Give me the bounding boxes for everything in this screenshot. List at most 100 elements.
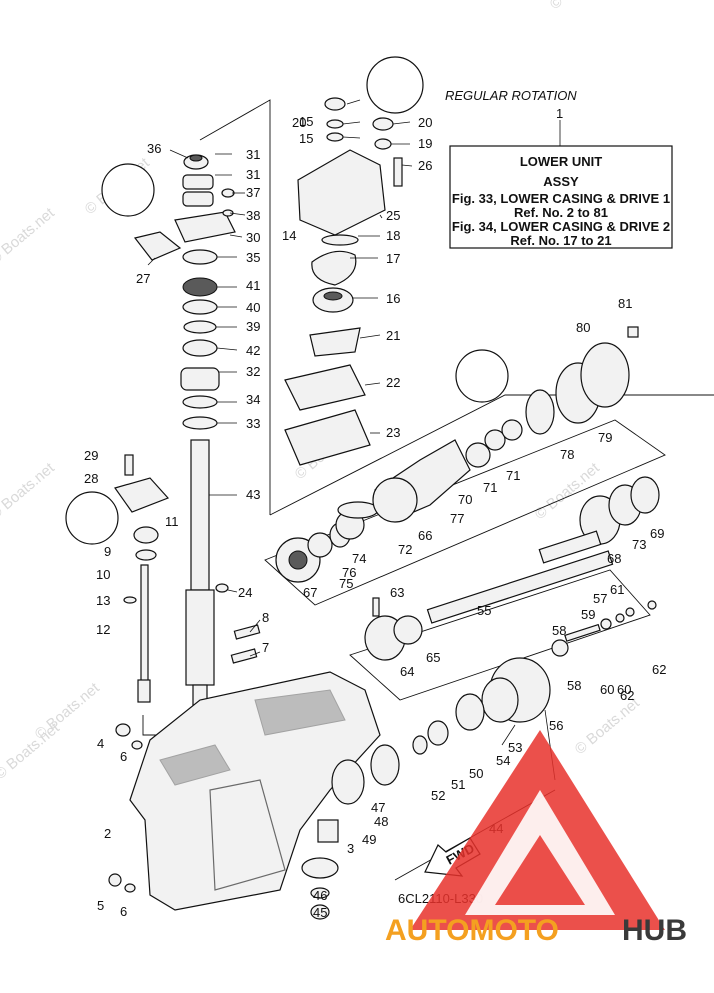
callout-13: 13 <box>96 593 110 608</box>
callout-5: 5 <box>97 898 104 913</box>
callout-17: 17 <box>386 251 400 266</box>
diagram-title: REGULAR ROTATION <box>445 88 577 103</box>
callout-41: 41 <box>246 278 260 293</box>
callout-11: 11 <box>165 514 179 529</box>
callout-43: 43 <box>246 487 260 502</box>
callout-74: 74 <box>352 551 366 566</box>
callout-40: 40 <box>246 300 260 315</box>
callout-60: 60 <box>600 682 614 697</box>
callout-19: 19 <box>418 136 432 151</box>
callout-6: 6 <box>120 749 127 764</box>
legend-line-6: Ref. No. 17 to 21 <box>510 233 611 248</box>
legend-box <box>449 120 673 249</box>
callout-37: 37 <box>246 185 260 200</box>
callout-numbers: 2345667891011121314151516171819202021222… <box>84 114 666 920</box>
callout-31: 31 <box>246 147 260 162</box>
watermark-8: © Boats.net <box>32 679 104 743</box>
callout-71: 71 <box>506 468 520 483</box>
callout-38: 38 <box>246 208 260 223</box>
lower-casing <box>129 671 381 911</box>
legend-line-1: LOWER UNIT <box>520 154 602 169</box>
callout-18: 18 <box>386 228 400 243</box>
callout-24: 24 <box>238 585 252 600</box>
callout-16: 16 <box>386 291 400 306</box>
legend-line-2: ASSY <box>543 174 579 189</box>
callout-80: 80 <box>576 320 590 335</box>
callout-77: 77 <box>450 511 464 526</box>
callout-29: 29 <box>84 448 98 463</box>
callout-59: 59 <box>581 607 595 622</box>
callout-73: 73 <box>632 537 646 552</box>
callout-48: 48 <box>374 814 388 829</box>
callout-14: 14 <box>282 228 296 243</box>
logo-text-part1: AUTOMOTO <box>385 914 559 947</box>
shift-rod-parts <box>108 454 261 893</box>
callout-leaders <box>147 99 556 781</box>
callout-7: 7 <box>262 640 269 655</box>
callout-15: 15 <box>299 131 313 146</box>
callout-50: 50 <box>469 766 483 781</box>
propeller-shaft-parts <box>275 326 660 920</box>
callout-12: 12 <box>96 622 110 637</box>
callout-26: 26 <box>418 158 432 173</box>
callout-54: 54 <box>496 753 510 768</box>
watermark-4: © Boats.net <box>0 459 58 523</box>
callout-81: 81 <box>618 296 632 311</box>
legend-line-4: Ref. No. 2 to 81 <box>514 205 608 220</box>
detail-insets <box>65 56 509 545</box>
callout-58: 58 <box>567 678 581 693</box>
callout-78: 78 <box>560 447 574 462</box>
callout-36: 36 <box>147 141 161 156</box>
callout-61: 61 <box>610 582 624 597</box>
callout-79: 79 <box>598 430 612 445</box>
callout-25: 25 <box>386 208 400 223</box>
callout-21: 21 <box>386 328 400 343</box>
watermark-1: © Boats.net <box>0 204 58 268</box>
callout-3: 3 <box>347 841 354 856</box>
callout-31: 31 <box>246 167 260 182</box>
callout-4: 4 <box>97 736 104 751</box>
callout-69: 69 <box>650 526 664 541</box>
callout-35: 35 <box>246 250 260 265</box>
callout-67: 67 <box>303 585 317 600</box>
callout-68: 68 <box>607 551 621 566</box>
legend-line-3: Fig. 33, LOWER CASING & DRIVE 1 <box>452 191 670 206</box>
callout-9: 9 <box>104 544 111 559</box>
callout-33: 33 <box>246 416 260 431</box>
callout-34: 34 <box>246 392 260 407</box>
callout-71: 71 <box>483 480 497 495</box>
callout-6: 6 <box>120 904 127 919</box>
callout-53: 53 <box>508 740 522 755</box>
callout-63: 63 <box>390 585 404 600</box>
legend-line-5: Fig. 34, LOWER CASING & DRIVE 2 <box>452 219 670 234</box>
callout-62: 62 <box>620 688 634 703</box>
callout-28: 28 <box>84 471 98 486</box>
callout-70: 70 <box>458 492 472 507</box>
callout-58: 58 <box>552 623 566 638</box>
callout-20: 20 <box>418 115 432 130</box>
callout-15: 15 <box>299 114 313 129</box>
callout-56: 56 <box>549 718 563 733</box>
water-pump-stack <box>284 97 403 466</box>
callout-42: 42 <box>246 343 260 358</box>
callout-65: 65 <box>426 650 440 665</box>
watermark-3: © Boats.net <box>547 0 619 13</box>
logo-text-part2: HUB <box>622 914 687 947</box>
callout-76: 76 <box>342 565 356 580</box>
callout-39: 39 <box>246 319 260 334</box>
callout-51: 51 <box>451 777 465 792</box>
callout-72: 72 <box>398 542 412 557</box>
callout-20: 20 <box>292 115 306 130</box>
callout-2: 2 <box>104 826 111 841</box>
callout-75: 75 <box>339 576 353 591</box>
callout-55: 55 <box>477 603 491 618</box>
drive-shaft-stack <box>133 154 236 731</box>
callout-23: 23 <box>386 425 400 440</box>
callout-27: 27 <box>136 271 150 286</box>
callout-52: 52 <box>431 788 445 803</box>
watermark-9: © Boats.net <box>572 694 644 758</box>
callout-32: 32 <box>246 364 260 379</box>
callout-66: 66 <box>418 528 432 543</box>
